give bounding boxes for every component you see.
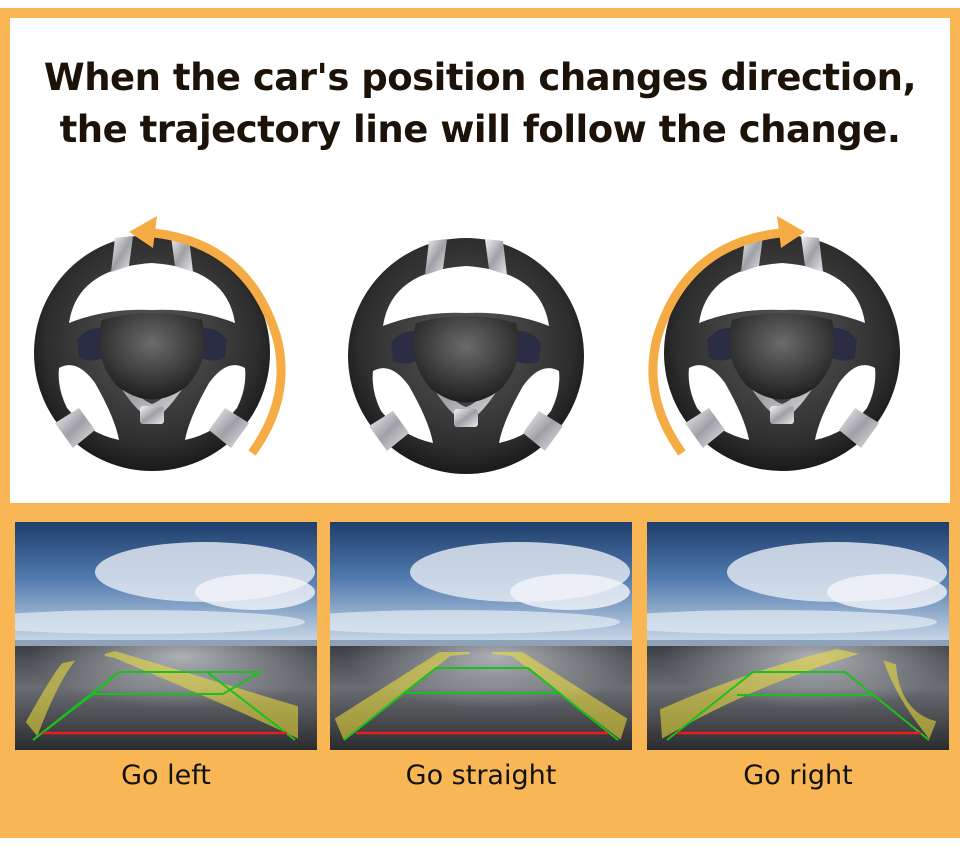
steering-wheel-left [7, 208, 297, 498]
headline-line-1: When the car's position changes directio… [43, 56, 917, 99]
caption-go-right: Go right [743, 760, 853, 791]
caption-go-straight: Go straight [405, 760, 557, 791]
steering-wheel-center [321, 211, 611, 501]
arrow-head-icon [777, 216, 805, 248]
headline-line-2: the trajectory line will follow the chan… [59, 108, 901, 151]
headline: When the car's position changes directio… [10, 52, 950, 156]
scene-go-left [15, 522, 317, 750]
steering-wheel-right [637, 208, 927, 498]
scene-go-right [647, 522, 949, 750]
arrow-head-icon [129, 216, 157, 248]
rotate-right-arrow-icon [648, 227, 793, 456]
rotate-left-arrow-icon [141, 227, 286, 456]
caption-go-left: Go left [121, 760, 211, 791]
scene-go-straight [330, 522, 632, 750]
